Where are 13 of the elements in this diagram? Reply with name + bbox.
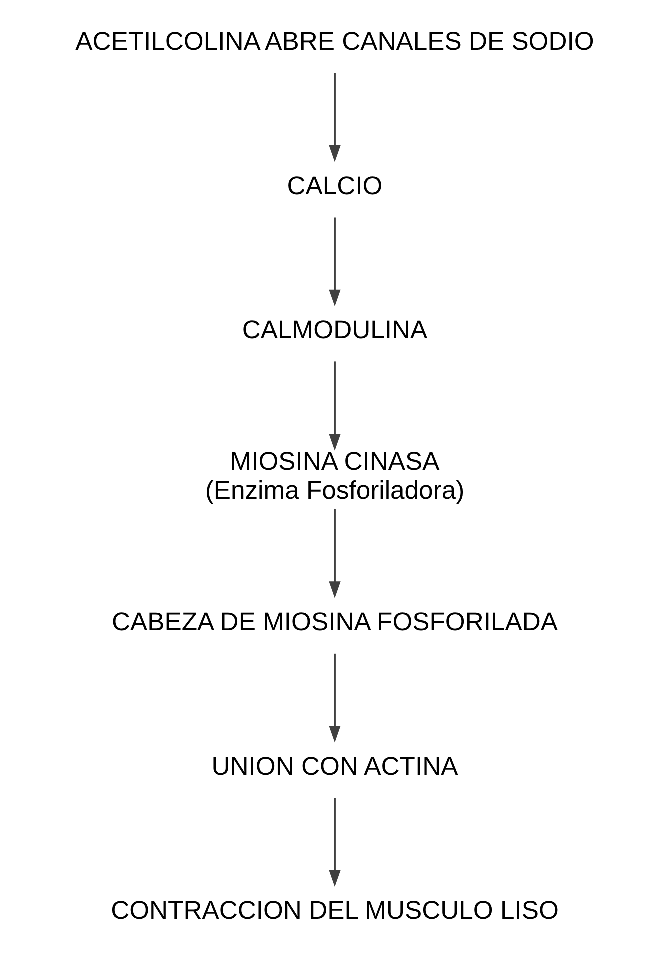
arrow: [329, 218, 341, 307]
arrow: [329, 798, 341, 888]
arrow: [329, 362, 341, 451]
node-text: UNION CON ACTINA: [212, 752, 458, 781]
arrow: [329, 654, 341, 743]
arrow: [329, 508, 341, 598]
node-text: CALCIO: [287, 172, 383, 200]
node-text: CALMODULINA: [242, 316, 428, 345]
node-text: MIOSINA CINASA (Enzima Fosforiladora): [205, 448, 465, 506]
node-text: CONTRACCION DEL MUSCULO LISO: [111, 897, 559, 926]
node-text: CABEZA DE MIOSINA FOSFORILADA: [112, 608, 558, 637]
node-text: ACETILCOLINA ABRE CANALES DE SODIO: [76, 28, 594, 56]
arrow: [329, 73, 341, 162]
